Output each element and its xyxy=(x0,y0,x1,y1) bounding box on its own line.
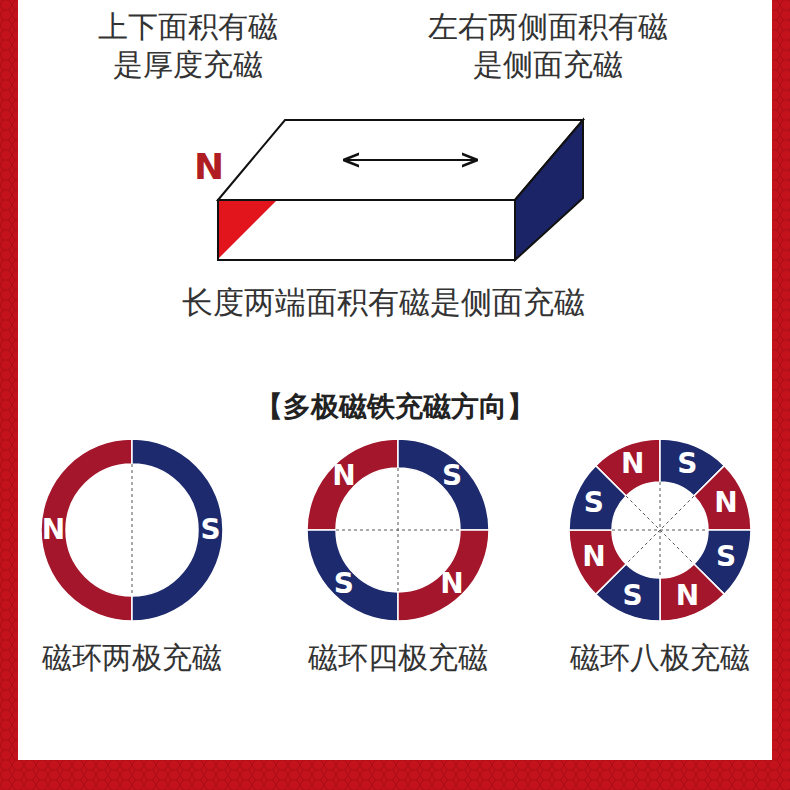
pole-letter: S xyxy=(677,450,697,478)
ring-sector xyxy=(398,530,489,621)
magnet-ring: 磁环四极充磁NSSN xyxy=(298,430,498,690)
ring-sector xyxy=(569,530,626,594)
double-arrow xyxy=(345,159,476,161)
pole-segment: N xyxy=(332,462,355,490)
pole-segment: S xyxy=(623,582,643,610)
pole-letter: N xyxy=(440,570,463,598)
pole-segment: S xyxy=(716,543,736,571)
pole-letter: S xyxy=(716,543,736,571)
ring-sector xyxy=(569,466,626,530)
pole-segment: S xyxy=(677,450,697,478)
pole-segment: N xyxy=(440,570,463,598)
pole-letter: N xyxy=(582,543,605,571)
note-text: 左右两侧面积有磁 是侧面充磁 xyxy=(398,8,698,83)
ring-sector xyxy=(132,439,223,621)
dashed-guide xyxy=(398,468,399,592)
pole-letter: S xyxy=(442,462,462,490)
note-text: 上下面积有磁 是厚度充磁 xyxy=(78,8,298,83)
pole-segment: N xyxy=(582,543,605,571)
block-front-face xyxy=(218,200,515,260)
ring-sector xyxy=(660,564,724,621)
pole-letter: N xyxy=(42,516,65,544)
ring-sector xyxy=(41,439,132,621)
ring-caption: 磁环四极充磁 xyxy=(258,638,538,679)
ring-caption: 磁环八极充磁 xyxy=(520,638,790,679)
pole-letter: N xyxy=(714,489,737,517)
magnet-ring: 磁环八极充磁NSNSNSNS xyxy=(560,430,760,690)
pole-letter: S xyxy=(334,570,354,598)
pole-letter: N xyxy=(621,450,644,478)
pole-letter: N xyxy=(676,582,699,610)
pole-segment: S xyxy=(584,489,604,517)
pole-segment: N xyxy=(714,489,737,517)
block-red-end xyxy=(219,201,276,258)
section-heading: 【多极磁铁充磁方向】 xyxy=(95,389,695,424)
ring-drawing xyxy=(298,430,498,630)
dashed-guide xyxy=(626,496,694,564)
pole-letter: S xyxy=(623,582,643,610)
pole-segment: S xyxy=(442,462,462,490)
ring-drawing xyxy=(560,430,760,630)
pole-segment: N xyxy=(621,450,644,478)
pole-letter: N xyxy=(332,462,355,490)
pole-segment: N xyxy=(676,582,699,610)
block-blue-end xyxy=(515,120,583,260)
pole-label: N xyxy=(179,144,239,189)
pole-letter: S xyxy=(584,489,604,517)
dashed-guide xyxy=(132,464,133,596)
ring-sector xyxy=(307,530,398,621)
ring-caption: 磁环两极充磁 xyxy=(0,638,272,679)
pole-segment: N xyxy=(42,516,65,544)
pole-segment: S xyxy=(334,570,354,598)
ring-sector xyxy=(694,466,751,530)
ring-sector xyxy=(307,439,398,530)
pole-letter: S xyxy=(200,516,220,544)
ring-sector xyxy=(398,439,489,530)
caption-text: 长度两端面积有磁是侧面充磁 xyxy=(133,283,633,322)
pole-segment: S xyxy=(200,516,220,544)
magnet-ring: 磁环两极充磁NS xyxy=(32,430,232,690)
